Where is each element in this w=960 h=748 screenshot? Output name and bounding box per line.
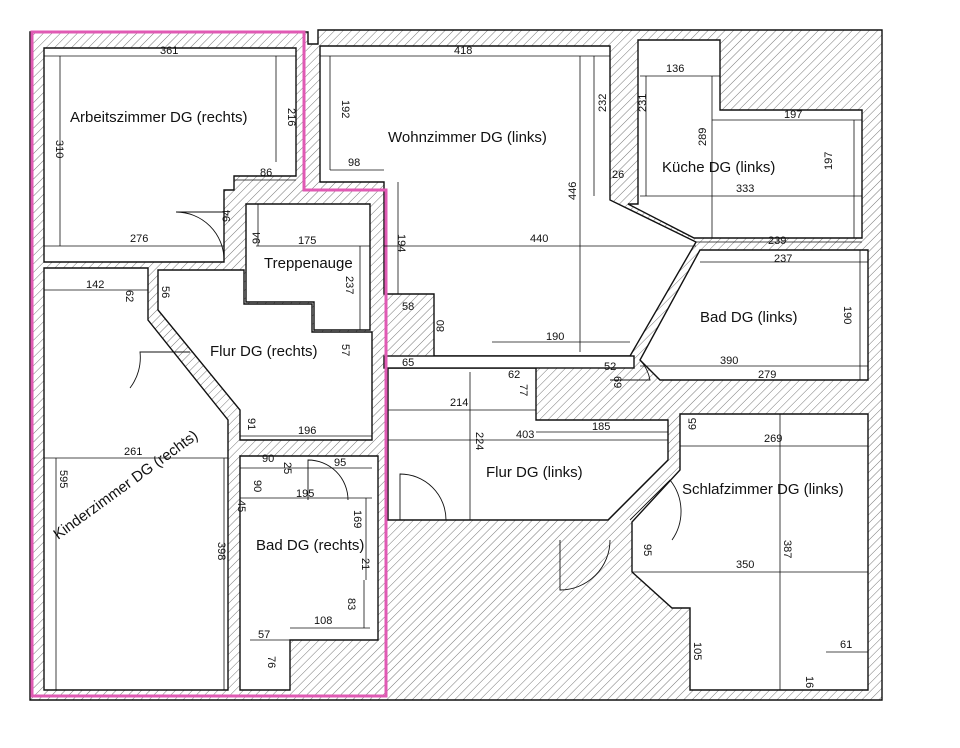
dim-80: 80 [435,320,447,332]
label-bad-rechts: Bad DG (rechts) [256,537,364,554]
dim-57-bad: 57 [258,629,270,641]
label-flur-rechts: Flur DG (rechts) [210,343,318,360]
dim-350: 350 [736,559,754,571]
dim-26: 26 [612,169,624,181]
dim-175: 175 [298,235,316,247]
dim-95-schlaf: 95 [641,544,653,556]
dim-595: 595 [57,470,69,488]
dim-239: 239 [768,235,786,247]
dim-136: 136 [666,63,684,75]
room-interiors [43,39,869,691]
dim-418: 418 [454,45,472,57]
dim-142: 142 [86,279,104,291]
highlight-outline [30,30,388,698]
dim-232: 232 [597,94,609,112]
dim-261: 261 [124,446,142,458]
dim-90-side: 90 [251,480,263,492]
dim-77: 77 [517,384,529,396]
label-bad-links: Bad DG (links) [700,309,798,326]
dim-192: 192 [339,100,351,118]
door-flur-links [399,473,447,521]
dim-387: 387 [781,540,793,558]
dim-214: 214 [450,397,468,409]
dim-197-vertical: 197 [823,152,835,170]
dim-21: 21 [359,558,371,570]
room-arbeitszimmer [43,47,297,263]
dim-361: 361 [160,45,178,57]
dim-95-bad: 95 [334,457,346,469]
dim-57-flur: 57 [339,344,351,356]
label-flur-links: Flur DG (links) [486,464,583,481]
dim-52: 52 [604,361,616,373]
room-kinderzimmer [43,267,229,691]
dim-45: 45 [235,500,247,512]
dim-333: 333 [736,183,754,195]
dim-231: 231 [637,94,649,112]
door-schlafzimmer [629,479,682,541]
dim-403: 403 [516,429,534,441]
dim-398: 398 [215,542,227,560]
dim-86: 86 [260,167,272,179]
dimension-labels: 361 418 136 216 310 192 232 231 289 197 … [53,45,853,688]
label-schlafzimmer: Schlafzimmer DG (links) [682,481,844,498]
dim-440: 440 [530,233,548,245]
door-eingang [559,539,611,591]
dim-216: 216 [285,108,297,126]
room-flur-rechts [157,269,373,441]
room-schlafzimmer [631,413,869,691]
dim-105: 105 [691,642,703,660]
dim-61: 61 [840,639,852,651]
room-kueche [627,39,863,239]
label-treppenauge: Treppenauge [264,255,353,272]
dim-65-flur: 65 [402,357,414,369]
dim-94-right: 94 [251,232,263,244]
corridor-connector [383,355,635,369]
dim-224: 224 [473,432,485,450]
dim-91: 91 [245,418,257,430]
door-arbeitszimmer [175,211,225,261]
dim-390: 390 [720,355,738,367]
label-arbeitszimmer: Arbeitszimmer DG (rechts) [70,109,248,126]
dim-190-vertical: 190 [841,306,853,324]
dim-169: 169 [351,510,363,528]
dim-56: 56 [159,286,171,298]
dimension-lines [44,55,868,690]
dim-76: 76 [265,656,277,668]
dim-276: 276 [130,233,148,245]
dim-197-horizontal: 197 [784,109,802,121]
dim-69: 69 [611,376,623,388]
dim-62-kinder: 62 [123,290,135,302]
doors [129,211,682,591]
door-kinderzimmer [129,351,190,389]
dim-194: 194 [395,234,407,252]
dim-446: 446 [567,182,579,200]
dim-279: 279 [758,369,776,381]
dim-90-top: 90 [262,453,274,465]
room-treppenauge [245,203,371,331]
dim-269: 269 [764,433,782,445]
dim-196: 196 [298,425,316,437]
dim-62-flur: 62 [508,369,520,381]
dim-98: 98 [348,157,360,169]
dim-108: 108 [314,615,332,627]
dim-16: 16 [803,676,815,688]
dim-25: 25 [281,462,293,474]
dim-289: 289 [697,128,709,146]
dim-83: 83 [345,598,357,610]
dim-237-vertical: 237 [343,276,355,294]
dim-94-left: 94 [221,210,233,222]
dim-310: 310 [53,140,65,158]
dim-65-schlaf: 65 [687,418,699,430]
dim-185: 185 [592,421,610,433]
dim-237-horizontal: 237 [774,253,792,265]
dim-190-horizontal: 190 [546,331,564,343]
door-bad-rechts [307,459,349,501]
door-bad-links [610,359,651,381]
label-wohnzimmer: Wohnzimmer DG (links) [388,129,547,146]
label-kueche: Küche DG (links) [662,159,775,176]
dim-58: 58 [402,301,414,313]
dim-195: 195 [296,488,314,500]
